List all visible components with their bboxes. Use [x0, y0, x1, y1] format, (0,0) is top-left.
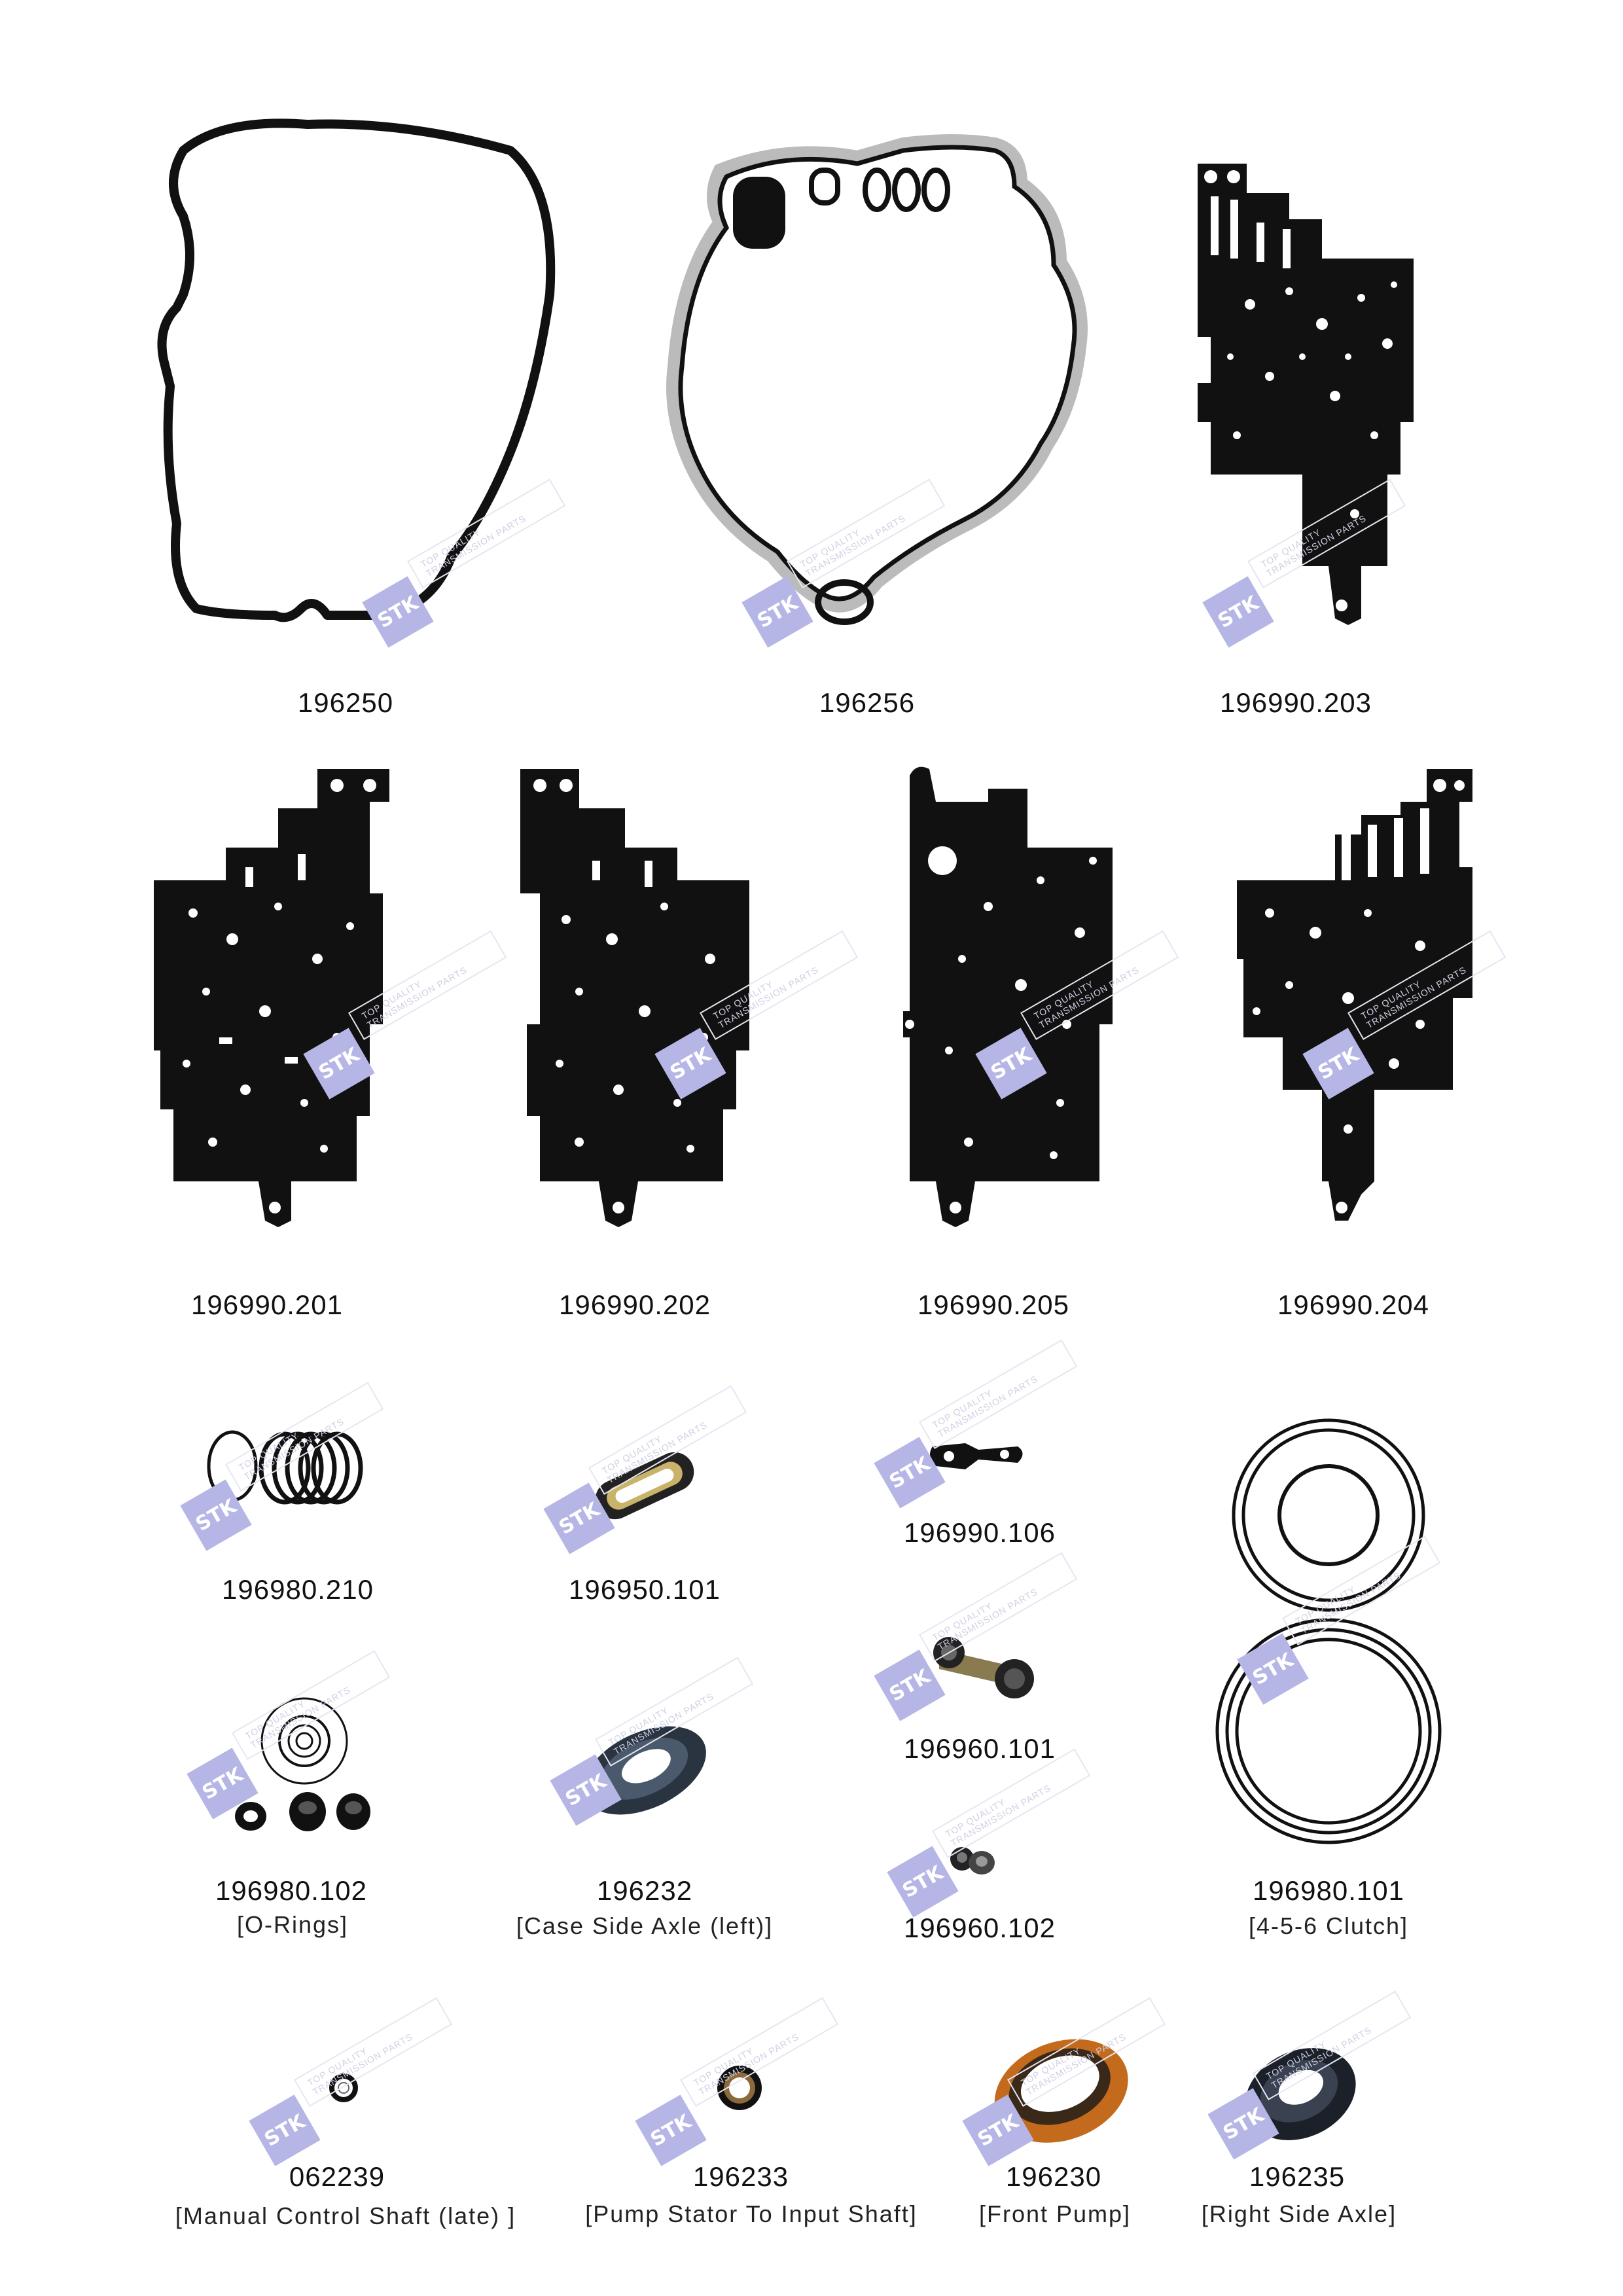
side-seal-icon — [1245, 2048, 1356, 2140]
part-number-196960-102: 196960.102 — [904, 1912, 1056, 1943]
part-number-196980-102: 196980.102 — [215, 1875, 367, 1906]
plate-gasket-icon — [154, 769, 389, 1227]
oval-seal-icon — [595, 1452, 694, 1520]
part-196980-101-image — [1215, 1417, 1442, 1844]
part-description-196980-102: [O-Rings] — [236, 1911, 349, 1938]
watermark-line: TRANSMISSION PARTS — [310, 2031, 415, 2098]
part-number-196233: 196233 — [692, 2161, 789, 2192]
plate-gasket-icon — [1198, 164, 1414, 625]
part-196990-205-image — [897, 762, 1119, 1234]
part-196990-202-image — [514, 762, 762, 1234]
pump-seal-icon — [994, 2039, 1128, 2143]
part-number-196980-101: 196980.101 — [1253, 1875, 1404, 1906]
part-number-196256: 196256 — [819, 687, 916, 718]
part-number-196232: 196232 — [596, 1875, 693, 1906]
part-196230-image — [988, 2029, 1132, 2147]
part-196960-102-image — [946, 1839, 998, 1878]
part-number-196960-101: 196960.101 — [904, 1733, 1056, 1764]
plate-gasket-icon — [1237, 769, 1472, 1221]
part-196980-102-image — [232, 1695, 376, 1852]
part-number-196990-202: 196990.202 — [559, 1289, 711, 1320]
part-196990-203-image — [1191, 160, 1440, 632]
plate-gasket-icon — [520, 769, 749, 1227]
part-number-062239: 062239 — [289, 2161, 385, 2192]
part-number-196990-203: 196990.203 — [1220, 687, 1372, 718]
part-description-196230: [Front Pump] — [978, 2200, 1132, 2227]
tiny-seal-icon — [950, 1847, 995, 1874]
part-number-196250: 196250 — [297, 687, 394, 718]
part-description-196235: [Right Side Axle] — [1201, 2200, 1397, 2227]
watermark-line: TRANSMISSION PARTS — [935, 1373, 1040, 1440]
part-description-196980-101: [4-5-6 Clutch] — [1248, 1912, 1409, 1939]
part-196990-204-image — [1230, 762, 1479, 1234]
part-196950-101-image — [586, 1446, 704, 1525]
part-196235-image — [1237, 2039, 1361, 2144]
part-196960-101-image — [926, 1630, 1044, 1702]
clutch-rings-icon — [1215, 1418, 1442, 1844]
part-number-196990-205: 196990.205 — [918, 1289, 1069, 1320]
part-062239-image — [327, 2072, 360, 2104]
small-gasket-icon — [930, 1443, 1023, 1469]
bracket-seal-icon — [933, 1637, 1034, 1698]
outline-gasket-icon — [157, 118, 556, 622]
small-ring-icon — [329, 2073, 358, 2102]
part-196990-106-image — [926, 1433, 1031, 1479]
part-number-196230: 196230 — [1005, 2161, 1102, 2192]
part-number-196990-201: 196990.201 — [191, 1289, 343, 1320]
part-description-196233: [Pump Stator To Input Shaft] — [585, 2200, 918, 2227]
watermark-line: TRANSMISSION PARTS — [948, 1782, 1053, 1849]
part-number-196980-210: 196980.210 — [222, 1574, 374, 1605]
part-number-196990-204: 196990.204 — [1277, 1289, 1429, 1320]
part-196233-image — [713, 2062, 766, 2114]
part-196250-image — [144, 111, 563, 635]
small-seal-icon — [717, 2066, 762, 2110]
part-196990-201-image — [147, 762, 396, 1234]
plate-gasket-icon — [903, 766, 1113, 1227]
part-description-196232: [Case Side Axle (left)] — [516, 1912, 774, 1939]
oring-kit-icon — [235, 1697, 370, 1831]
part-description-062239: [Manual Control Shaft (late) ] — [175, 2202, 516, 2229]
part-196256-image — [654, 131, 1099, 655]
part-number-196990-106: 196990.106 — [904, 1517, 1056, 1548]
part-number-196235: 196235 — [1249, 2161, 1346, 2192]
part-number-196950-101: 196950.101 — [569, 1574, 721, 1605]
round-gasket-icon — [666, 134, 1088, 625]
